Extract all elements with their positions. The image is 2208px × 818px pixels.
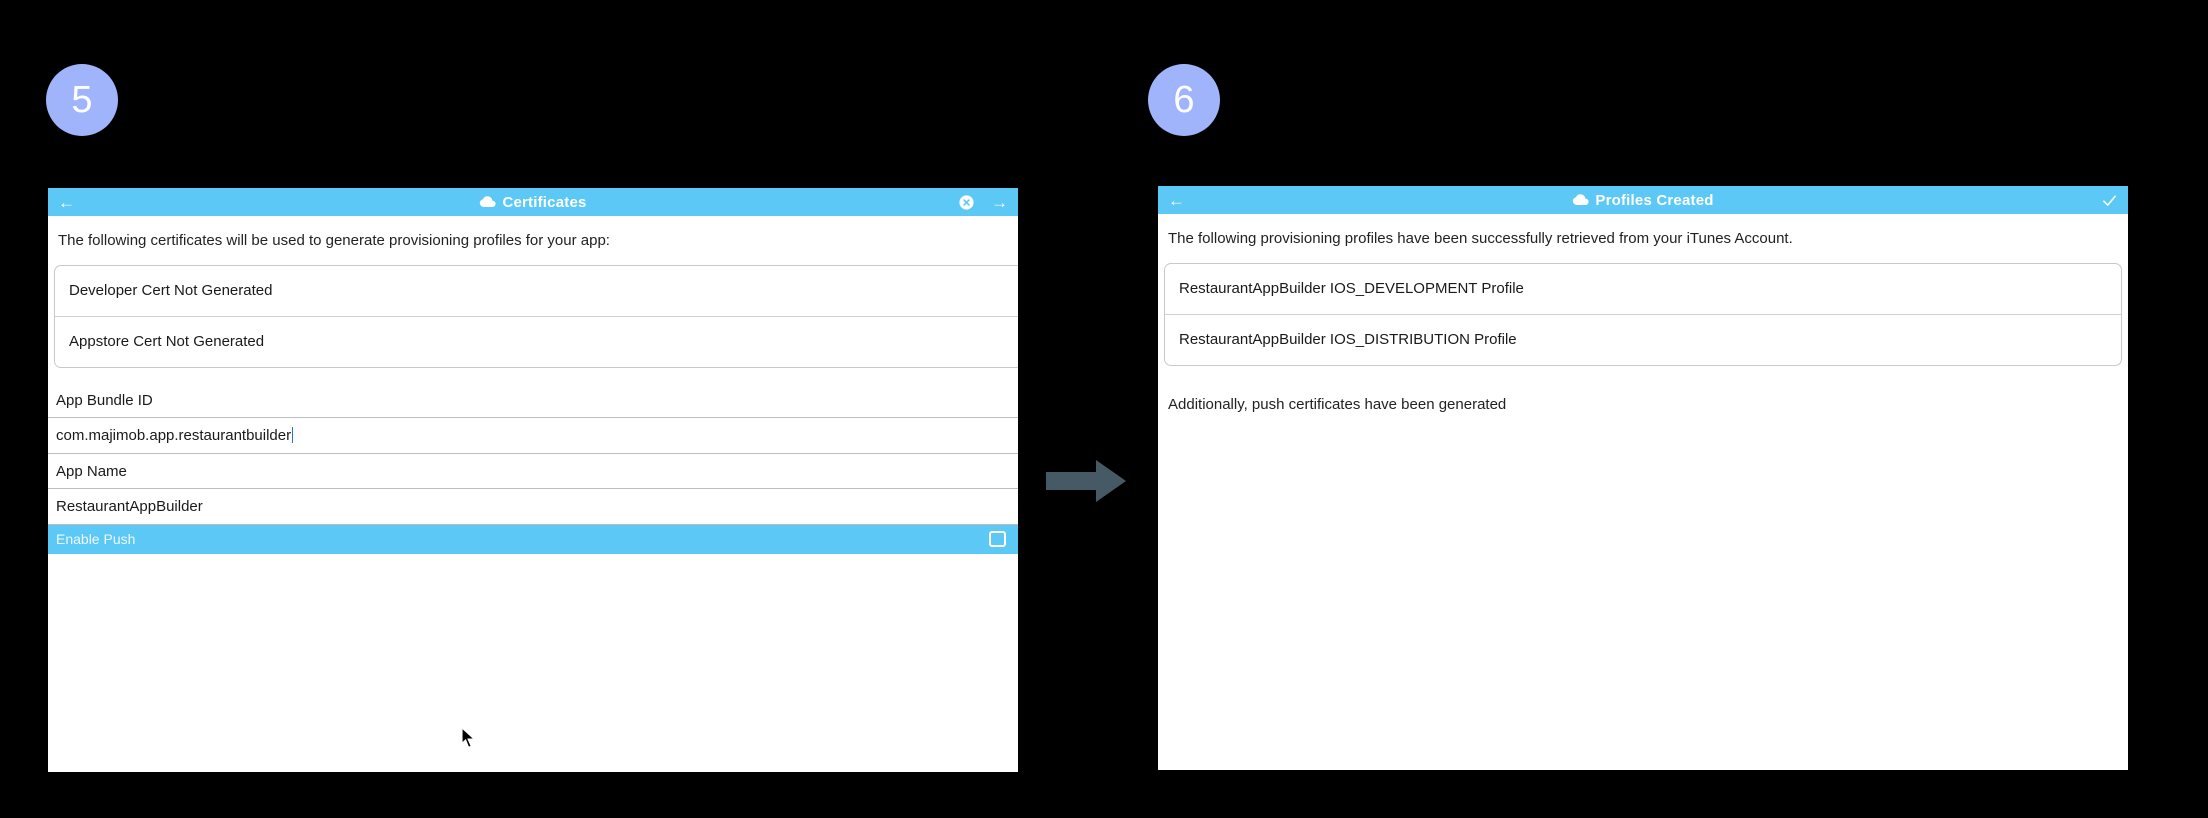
check-icon[interactable] xyxy=(2101,192,2118,209)
titlebar-right-group xyxy=(2101,186,2118,214)
titlebar-left-group: ← xyxy=(1168,186,1185,214)
step-badge-5: 5 xyxy=(46,64,118,136)
arrow-left-icon[interactable]: ← xyxy=(58,192,75,212)
list-item[interactable]: Appstore Cert Not Generated xyxy=(55,315,1018,367)
titlebar-title-group: Profiles Created xyxy=(1572,192,1713,209)
titlebar-right-group: → xyxy=(958,188,1008,216)
app-name-label: App Name xyxy=(48,454,1018,489)
cloud-icon xyxy=(1573,194,1589,205)
app-bundle-id-value: com.majimob.app.restaurantbuilder xyxy=(56,426,292,444)
app-form: App Bundle ID com.majimob.app.restaurant… xyxy=(48,392,1018,554)
profiles-body: The following provisioning profiles have… xyxy=(1158,214,2128,770)
enable-push-row[interactable]: Enable Push xyxy=(48,524,1018,554)
app-name-field[interactable]: RestaurantAppBuilder xyxy=(48,489,1018,525)
profiles-list: RestaurantAppBuilder IOS_DEVELOPMENT Pro… xyxy=(1164,262,2122,366)
certificates-panel: ← Certificates → The following certifica… xyxy=(48,188,1018,772)
close-circle-icon[interactable] xyxy=(958,194,975,211)
profiles-titlebar: ← Profiles Created xyxy=(1158,186,2128,214)
mouse-pointer-icon xyxy=(461,727,476,749)
certificates-body: The following certificates will be used … xyxy=(48,216,1018,772)
app-bundle-id-label: App Bundle ID xyxy=(48,392,1018,418)
titlebar-left-group: ← xyxy=(58,188,75,216)
list-item[interactable]: RestaurantAppBuilder IOS_DEVELOPMENT Pro… xyxy=(1179,280,1524,298)
page-title: Profiles Created xyxy=(1595,191,1714,209)
arrow-right-icon[interactable]: → xyxy=(991,192,1008,212)
cloud-icon xyxy=(480,196,497,207)
profiles-intro-text: The following provisioning profiles have… xyxy=(1168,230,1793,247)
page-title: Certificates xyxy=(502,193,587,211)
titlebar-title-group: Certificates xyxy=(479,194,586,211)
certificates-list: Developer Cert Not Generated Appstore Ce… xyxy=(54,264,1018,368)
app-name-value: RestaurantAppBuilder xyxy=(56,497,203,515)
arrow-left-icon[interactable]: ← xyxy=(1168,190,1185,210)
enable-push-label: Enable Push xyxy=(56,531,136,548)
text-caret xyxy=(292,427,294,444)
app-bundle-id-field[interactable]: com.majimob.app.restaurantbuilder xyxy=(48,418,1018,454)
list-item[interactable]: Developer Cert Not Generated xyxy=(69,282,273,300)
push-certificates-note: Additionally, push certificates have bee… xyxy=(1168,395,1507,413)
step-badge-6: 6 xyxy=(1148,64,1220,136)
certificates-intro-text: The following certificates will be used … xyxy=(58,232,610,249)
checkbox-unchecked-icon[interactable] xyxy=(989,531,1006,548)
list-item[interactable]: RestaurantAppBuilder IOS_DISTRIBUTION Pr… xyxy=(1165,313,2121,365)
arrow-right-thick-icon xyxy=(1046,460,1126,502)
certificates-titlebar: ← Certificates → xyxy=(48,188,1018,216)
profiles-created-panel: ← Profiles Created The following provisi… xyxy=(1158,186,2128,770)
